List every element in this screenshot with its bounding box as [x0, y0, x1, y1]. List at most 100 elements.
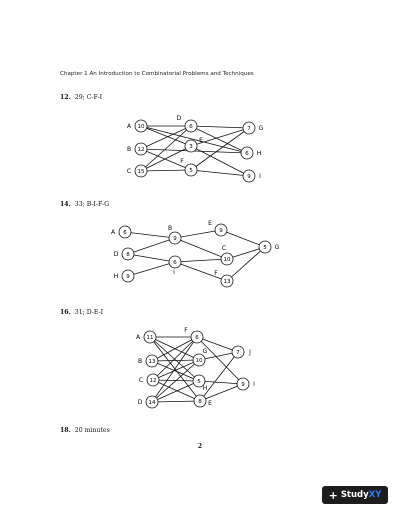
node-label: I: [253, 381, 255, 388]
graph-edge-B-E: [174, 229, 222, 239]
chapter-header: Chapter 1 An Introduction to Combinatori…: [60, 71, 254, 77]
graph-edge-A-E: [140, 125, 192, 147]
node-value: 9: [126, 274, 130, 280]
node-value: 5: [263, 245, 267, 251]
node-value: 5: [189, 168, 193, 174]
node-value: 8: [126, 252, 130, 258]
node-value: 6: [123, 230, 127, 236]
graph-node-E: [184, 139, 198, 153]
graph-edge-E-G: [190, 127, 250, 147]
node-label: A: [111, 229, 116, 236]
node-label: F: [180, 158, 184, 165]
node-value: 3: [189, 144, 193, 150]
node-value: 9: [247, 174, 251, 180]
problem-14-heading: 14.33; B-I-F-G: [60, 201, 109, 208]
graph-node-C: [134, 164, 148, 178]
graph-edge-B-H: [151, 360, 200, 382]
node-label: E: [208, 220, 212, 227]
problem-answer: 29; C-F-I: [74, 94, 103, 101]
graph-edge-A-G: [149, 336, 200, 361]
node-value: 8: [198, 399, 202, 405]
node-label: A: [136, 334, 141, 341]
node-value: 9: [173, 236, 177, 242]
graph-node-C: [146, 373, 160, 387]
graph-edge-C-D: [140, 125, 192, 172]
node-label: D: [114, 251, 119, 258]
graph-edge-C-G: [226, 246, 266, 260]
node-label: G: [259, 125, 264, 132]
node-value: 5: [197, 379, 201, 385]
node-label: C: [222, 245, 226, 252]
problem-number: 14.: [60, 201, 71, 208]
node-value: 11: [147, 335, 154, 341]
graph-edge-I-C: [174, 258, 228, 263]
graph-edge-C-G: [152, 359, 200, 381]
node-value: 13: [224, 279, 231, 285]
graph-edge-A-H: [140, 125, 248, 154]
plus-icon: +: [328, 488, 338, 502]
graph-edge-D-H: [151, 380, 200, 403]
graph-node-J: [231, 345, 245, 359]
graph-edge-E-I: [199, 383, 244, 402]
graph-node-F: [190, 330, 204, 344]
node-label: B: [168, 225, 172, 232]
graph-edge-E-J: [199, 351, 239, 402]
node-value: 10: [196, 358, 203, 364]
graph-edge-D-G: [190, 125, 250, 129]
graph-node-A: [134, 119, 148, 133]
node-label: G: [275, 244, 280, 251]
node-value: 7: [247, 126, 251, 132]
brand-prefix: Study: [340, 490, 369, 500]
node-label: H: [114, 273, 119, 280]
problem-16-heading: 16.31; D-E-I: [60, 309, 103, 316]
graph-node-I: [168, 255, 182, 269]
graph-edge-D-H: [190, 125, 248, 154]
graph-edge-F-G: [226, 246, 266, 282]
graph-node-A: [118, 225, 132, 239]
node-label: E: [208, 400, 212, 407]
graph-edge-C-F: [152, 336, 198, 381]
graph-node-E: [214, 223, 228, 237]
node-label: C: [127, 168, 131, 175]
page-number: 2: [197, 443, 203, 450]
graph-edge-E-G: [220, 229, 266, 248]
node-label: H: [257, 150, 262, 157]
node-label: D: [138, 399, 143, 406]
graph-node-H: [192, 374, 206, 388]
node-label: C: [139, 377, 143, 384]
problem-number: 16.: [60, 309, 71, 316]
node-label: D: [177, 115, 182, 122]
graph-node-B: [145, 354, 159, 368]
node-value: 10: [138, 124, 145, 130]
graph-node-G: [242, 121, 256, 135]
graph-node-D: [121, 247, 135, 261]
graph-node-E: [193, 394, 207, 408]
node-label: E: [199, 137, 203, 144]
graph-node-C: [220, 252, 234, 266]
node-label: J: [248, 349, 251, 356]
node-label: B: [127, 146, 131, 153]
problem-number: 12.: [60, 94, 71, 101]
node-label: F: [214, 270, 218, 277]
graph-node-B: [168, 231, 182, 245]
graph-node-H: [121, 269, 135, 283]
graph-node-D: [184, 119, 198, 133]
graph-edge-G-J: [198, 351, 239, 361]
graph-node-G: [258, 240, 272, 254]
brand-suffix: XY: [368, 490, 382, 500]
graph-node-I: [236, 377, 250, 391]
node-label: H: [203, 385, 208, 392]
problem-answer: 33; B-I-F-G: [74, 201, 110, 208]
graph-node-F: [220, 274, 234, 288]
graph-edge-B-G: [151, 359, 200, 362]
graph-edge-C-E: [152, 379, 201, 402]
node-value: 15: [138, 169, 145, 175]
problem-answer: 31; D-E-I: [74, 309, 104, 316]
problem-18-heading: 18.20 minutes: [60, 427, 110, 434]
graph-edge-B-F: [140, 148, 192, 171]
graph-edge-D-G: [151, 359, 200, 403]
node-value: 9: [241, 382, 245, 388]
graph-node-H: [240, 146, 254, 160]
